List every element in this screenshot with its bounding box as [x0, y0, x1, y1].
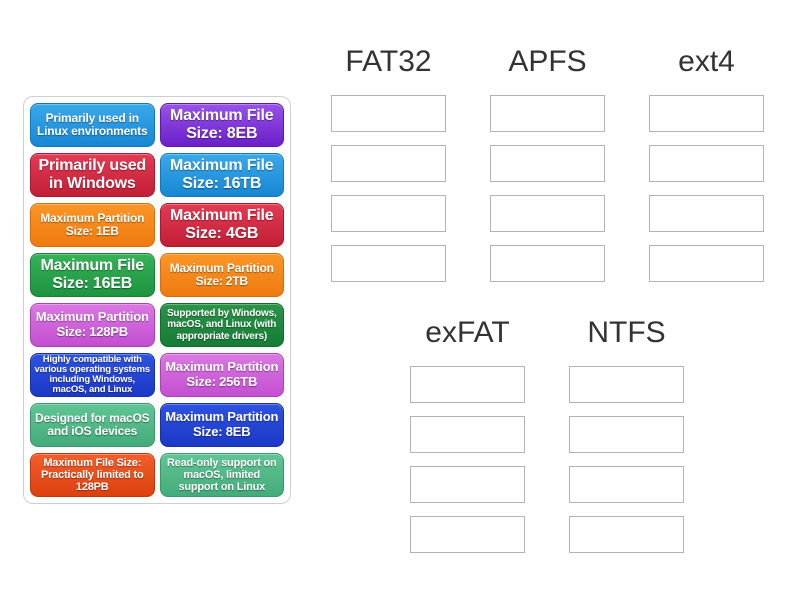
group-exfat: exFAT — [410, 315, 525, 566]
word-tile[interactable]: Primarily used in Windows — [30, 153, 155, 197]
word-tile[interactable]: Maximum Partition Size: 128PB — [30, 303, 155, 347]
word-tile-label: Maximum Partition Size: 8EB — [165, 409, 279, 439]
drop-slot[interactable] — [649, 95, 764, 132]
drop-slot[interactable] — [569, 466, 684, 503]
drop-slot[interactable] — [649, 245, 764, 282]
word-tile[interactable]: Maximum File Size: 16TB — [159, 153, 284, 197]
group-header: FAT32 — [345, 45, 432, 78]
word-tile[interactable]: Read-only support on macOS, limited supp… — [159, 453, 284, 497]
group-header: ext4 — [678, 45, 735, 78]
word-tile-label: Primarily used in Linux environments — [37, 110, 148, 138]
word-tile[interactable]: Maximum Partition Size: 8EB — [159, 403, 284, 447]
group-ext4: ext4 — [649, 44, 764, 295]
drop-slot[interactable] — [569, 516, 684, 553]
drop-slot[interactable] — [569, 366, 684, 403]
drop-slot[interactable] — [490, 245, 605, 282]
word-tile-label: Maximum Partition Size: 128PB — [35, 309, 149, 339]
word-tile-label: Maximum File Size: 8EB — [170, 107, 274, 142]
group-fat32: FAT32 — [331, 44, 446, 295]
word-tile-label: Read-only support on macOS, limited supp… — [166, 456, 277, 494]
drop-slot[interactable] — [649, 195, 764, 232]
word-tile[interactable]: Supported by Windows, macOS, and Linux (… — [159, 303, 284, 347]
word-tile[interactable]: Highly compatible with various operating… — [30, 353, 155, 397]
group-header: exFAT — [425, 316, 510, 349]
drop-slot[interactable] — [410, 416, 525, 453]
word-tile-label: Maximum Partition Size: 256TB — [165, 359, 279, 389]
word-tile[interactable]: Maximum File Size: Practically limited t… — [30, 453, 155, 497]
group-header: NTFS — [587, 316, 666, 349]
drop-slot[interactable] — [410, 366, 525, 403]
word-tile-label: Maximum Partition Size: 2TB — [169, 260, 274, 288]
word-tile-label: Supported by Windows, macOS, and Linux (… — [166, 308, 277, 342]
word-tile-label: Maximum Partition Size: 1EB — [40, 210, 145, 238]
word-tile[interactable]: Designed for macOS and iOS devices — [30, 403, 155, 447]
drop-slot[interactable] — [569, 416, 684, 453]
word-tile[interactable]: Primarily used in Linux environments — [30, 103, 155, 147]
group-header: APFS — [508, 45, 587, 78]
word-tile-label: Maximum File Size: Practically limited t… — [40, 456, 144, 494]
word-tile-label: Maximum File Size: 16EB — [40, 257, 145, 292]
drop-slot[interactable] — [331, 195, 446, 232]
drop-slot[interactable] — [331, 245, 446, 282]
word-tile-label: Primarily used in Windows — [38, 157, 147, 192]
word-tile[interactable]: Maximum Partition Size: 1EB — [30, 203, 155, 247]
drop-slot[interactable] — [410, 466, 525, 503]
word-tile-label: Maximum File Size: 4GB — [170, 207, 274, 242]
drop-slot[interactable] — [490, 195, 605, 232]
word-tile[interactable]: Maximum Partition Size: 256TB — [159, 353, 284, 397]
word-tile-label: Designed for macOS and iOS devices — [35, 410, 150, 438]
word-tile-label: Maximum File Size: 16TB — [170, 157, 274, 192]
word-tile-panel: Primarily used in Linux environments Max… — [23, 96, 291, 504]
group-apfs: APFS — [490, 44, 605, 295]
drop-slot[interactable] — [490, 95, 605, 132]
drop-slot[interactable] — [649, 145, 764, 182]
drop-slot[interactable] — [410, 516, 525, 553]
word-tile[interactable]: Maximum Partition Size: 2TB — [159, 253, 284, 297]
word-tile[interactable]: Maximum File Size: 4GB — [159, 203, 284, 247]
word-tile[interactable]: Maximum File Size: 16EB — [30, 253, 155, 297]
drop-slot[interactable] — [331, 95, 446, 132]
word-tile-label: Highly compatible with various operating… — [34, 353, 151, 396]
drop-slot[interactable] — [331, 145, 446, 182]
word-tile[interactable]: Maximum File Size: 8EB — [159, 103, 284, 147]
group-ntfs: NTFS — [569, 315, 684, 566]
drop-slot[interactable] — [490, 145, 605, 182]
